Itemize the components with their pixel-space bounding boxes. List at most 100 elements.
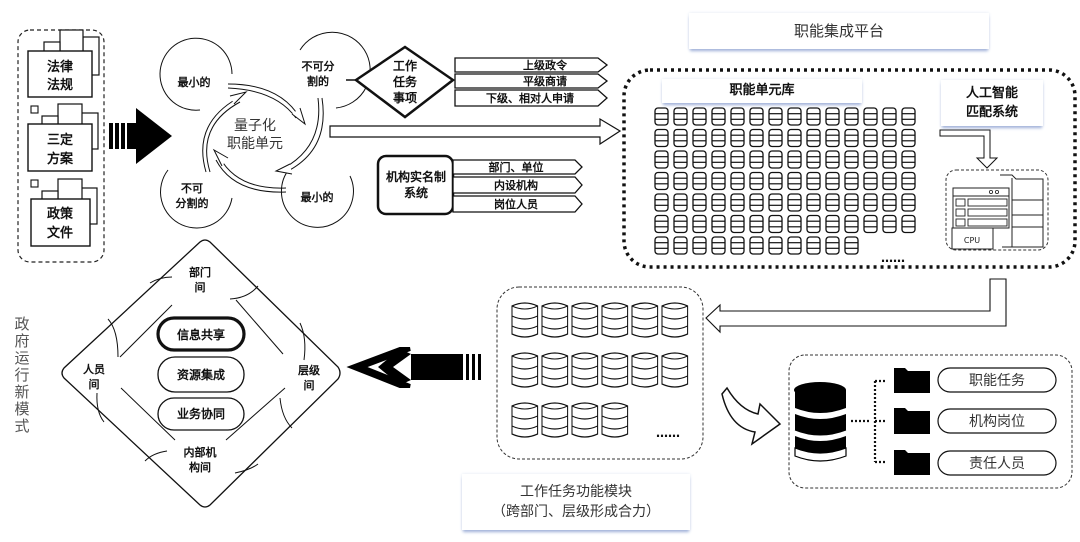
corner-levels-line2: 间 <box>304 379 315 392</box>
lobe-indivisible-top-line1: 不可分 <box>302 59 335 73</box>
doc-laws-line2: 法规 <box>47 77 73 93</box>
module-database-icon <box>661 352 689 388</box>
function-unit-icon <box>825 128 840 148</box>
output-personnel-text: 责任人员 <box>969 456 1025 472</box>
folder-icon-positions <box>894 408 930 434</box>
function-unit-icon <box>768 150 783 169</box>
function-unit-icon <box>673 193 688 212</box>
function-unit-icon <box>711 150 726 169</box>
module-database-icon <box>571 302 599 338</box>
function-unit-icon <box>806 128 821 148</box>
folder-icon-personnel <box>894 450 930 475</box>
database-stack-icon <box>794 382 847 462</box>
quantum-center-line1: 量子化 <box>234 118 276 134</box>
lobe-smallest-top: 最小的 <box>178 75 211 89</box>
platform-title: 职能集成平台 <box>793 22 884 40</box>
function-unit-icon <box>768 236 783 255</box>
function-unit-icon <box>654 171 669 191</box>
function-unit-icon <box>863 171 878 191</box>
function-unit-icon <box>749 171 764 191</box>
module-database-icon <box>541 402 569 438</box>
corner-personnel-line2: 间 <box>89 378 100 391</box>
function-unit-icon <box>730 214 745 234</box>
function-unit-icon <box>692 107 707 126</box>
function-unit-icon <box>654 107 669 126</box>
module-database-icon <box>601 302 629 338</box>
function-unit-icon <box>844 214 859 234</box>
function-unit-icon <box>692 128 707 148</box>
function-unit-icon <box>901 193 916 212</box>
function-unit-icon <box>901 128 916 148</box>
function-unit-icon <box>882 128 897 148</box>
pill-resource-integration <box>157 356 245 393</box>
ai-matching-panel: 人工智能 匹配系统 <box>941 80 1043 126</box>
org-tag-positions <box>452 195 583 213</box>
function-unit-icon <box>806 107 821 126</box>
function-unit-icon <box>863 107 878 126</box>
function-unit-icon <box>787 107 802 126</box>
function-unit-icon <box>787 214 802 234</box>
function-unit-icon <box>787 150 802 169</box>
function-unit-icon <box>844 128 859 148</box>
function-unit-icon <box>749 128 764 148</box>
government-mode-label: 政府运行新模式 <box>14 315 30 435</box>
function-unit-icon <box>654 193 669 212</box>
function-unit-icon <box>692 171 707 191</box>
function-unit-icon <box>711 193 726 212</box>
function-unit-icon <box>749 150 764 169</box>
corner-internal-line1: 内部机 <box>184 445 217 459</box>
output-dashed-frame <box>788 354 1073 489</box>
function-unit-icon <box>787 236 802 255</box>
doc-policy-line2: 文件 <box>47 225 73 241</box>
function-unit-icon <box>806 193 821 212</box>
work-tasks-group: 工作 任务 事项 上级政令 平级商请 下级、相对人申请 <box>346 45 609 119</box>
source-documents-group: 法律 法规 三定 方案 政策 文件 <box>17 29 105 263</box>
pill-business-collaboration <box>157 397 245 431</box>
org-positions-text: 岗位人员 <box>494 197 538 211</box>
corner-departments-line2: 间 <box>195 281 206 294</box>
tree-connector-dotted <box>851 379 886 464</box>
platform-title-panel: 职能集成平台 <box>689 13 989 49</box>
function-unit-icon <box>901 107 916 126</box>
function-unit-icon <box>825 171 840 191</box>
function-unit-icon <box>673 150 688 169</box>
org-system-line1: 机构实名制 <box>386 169 446 184</box>
function-unit-icon <box>901 171 916 191</box>
function-unit-icon <box>787 171 802 191</box>
function-unit-icon <box>673 107 688 126</box>
function-unit-icon <box>654 128 669 148</box>
arrow-right-icon-sources <box>109 108 172 164</box>
doc-sanding-line1: 三定 <box>47 132 73 148</box>
org-tag-department <box>452 159 583 175</box>
source-tag-peer <box>454 73 609 89</box>
ai-matching-line2: 匹配系统 <box>965 105 1018 120</box>
cpu-server-icon <box>945 169 1049 251</box>
function-unit-icon <box>730 236 745 255</box>
function-unit-icon <box>673 214 688 234</box>
document-icon-policy <box>30 178 98 247</box>
document-icon-laws <box>27 29 100 98</box>
work-tasks-diamond <box>353 45 456 119</box>
function-unit-icon <box>654 236 669 255</box>
function-unit-icon <box>844 236 859 255</box>
function-unit-icon <box>844 150 859 169</box>
module-database-icon <box>571 352 599 388</box>
function-unit-icon <box>882 193 897 212</box>
corner-departments-line1: 部门 <box>189 265 211 279</box>
function-unit-icon <box>749 236 764 255</box>
lobe-indivisible-top-line2: 割的 <box>307 74 329 88</box>
module-database-icon <box>631 352 659 388</box>
function-unit-icon <box>825 150 840 169</box>
module-ellipsis: …… <box>656 426 680 440</box>
function-unit-icon <box>730 171 745 191</box>
function-unit-icon <box>844 193 859 212</box>
output-tasks-text: 职能任务 <box>969 373 1025 389</box>
lobe-smallest-bottom: 最小的 <box>301 190 334 204</box>
document-icon-three-determinations <box>27 103 99 172</box>
org-tag-internal <box>452 176 583 194</box>
module-database-grid <box>511 302 689 438</box>
module-database-icon <box>601 402 629 438</box>
function-unit-icon <box>768 193 783 212</box>
doc-policy-line1: 政策 <box>47 206 74 222</box>
